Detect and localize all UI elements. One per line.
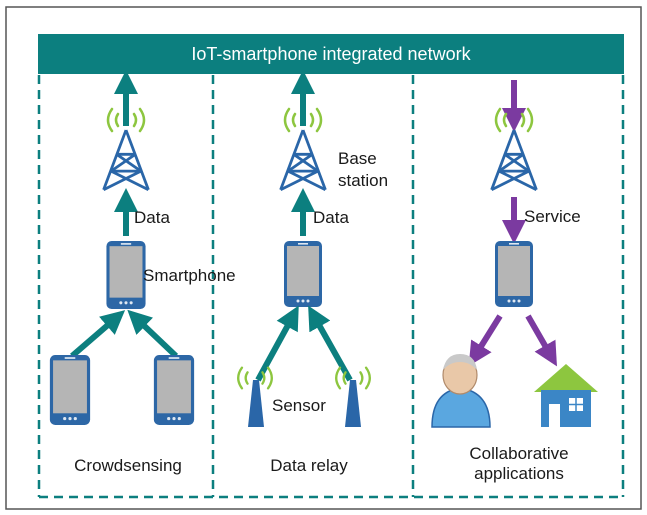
home-icon xyxy=(534,364,598,427)
base-station-tower-icon xyxy=(102,128,150,192)
base-station-tower-icon xyxy=(490,128,538,192)
p2-base-label-line1: Base xyxy=(338,149,377,168)
phone-right-arrow xyxy=(127,309,179,359)
user-icon xyxy=(431,354,491,428)
p3-caption-line2: applications xyxy=(474,464,564,483)
smartphone-icon xyxy=(284,241,322,307)
banner-title: IoT-smartphone integrated network xyxy=(191,44,471,64)
p1-data-label: Data xyxy=(134,208,170,227)
crowd-phone-right-icon xyxy=(153,355,195,425)
smartphone-icon xyxy=(106,241,146,309)
p2-data-label: Data xyxy=(313,208,349,227)
p3-caption-line1: Collaborative xyxy=(469,444,569,463)
panel-collaborative xyxy=(431,80,598,428)
smartphone-icon xyxy=(495,241,533,307)
sensor-right-icon xyxy=(345,380,361,427)
phone-left-arrow xyxy=(70,310,126,359)
outer-frame xyxy=(5,6,642,510)
base-station-tower-icon xyxy=(279,128,327,192)
panel-crowdsensing xyxy=(49,70,195,425)
p3-service-label: Service xyxy=(524,207,581,226)
network-banner xyxy=(38,34,624,74)
to-home-arrow xyxy=(525,314,557,367)
sensor-left-arrow xyxy=(255,305,299,382)
p1-caption: Crowdsensing xyxy=(74,456,182,475)
crowd-phone-left-icon xyxy=(49,355,91,425)
p2-sensor-label: Sensor xyxy=(272,396,326,415)
p1-smartphone-label: Smartphone xyxy=(143,266,236,285)
p2-base-label-line2: station xyxy=(338,171,389,190)
panel-borders xyxy=(37,75,625,499)
p2-caption: Data relay xyxy=(270,456,348,475)
to-user-arrow xyxy=(468,314,503,367)
sensor-right-arrow xyxy=(308,305,353,382)
panel-data-relay xyxy=(237,70,371,427)
sensor-left-icon xyxy=(248,380,264,427)
